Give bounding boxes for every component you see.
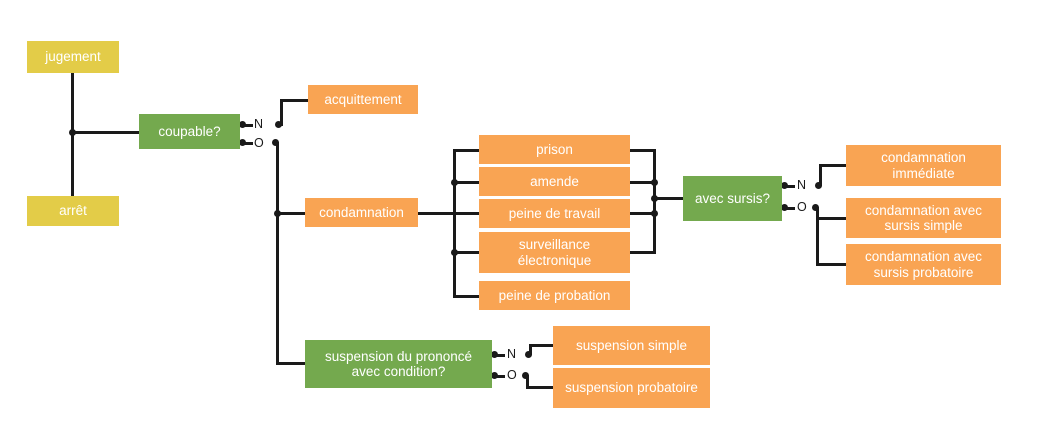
edge-fan-to-peine-travail: [453, 212, 480, 215]
edge-coupable-n-riser: [280, 99, 283, 126]
edge-coupable-n-stub: [240, 124, 253, 127]
node-coupable[interactable]: coupable?: [139, 114, 240, 149]
junction-dot-amende: [451, 179, 458, 186]
junction-dot-merge-amende: [651, 179, 658, 186]
node-condamnation-sursis-simple[interactable]: condamnation avec sursis simple: [846, 198, 1001, 238]
branch-label-suspension-n: N: [507, 347, 517, 361]
node-prison[interactable]: prison: [479, 135, 630, 164]
junction-dot-surveillance: [451, 249, 458, 256]
edge-sursis-o-to-simple: [816, 217, 847, 220]
node-amende[interactable]: amende: [479, 167, 630, 196]
edge-fan-to-probation: [453, 295, 480, 298]
dot-coupable-o-in: [272, 139, 279, 146]
edge-o-spine-to-suspension: [276, 362, 308, 365]
edge-suspension-o-riser: [526, 375, 529, 389]
dot-suspension-n-in: [525, 351, 532, 358]
branch-label-coupable-o: O: [254, 136, 264, 150]
dot-sursis-o-out: [781, 204, 788, 211]
branch-label-sursis-o: O: [797, 200, 807, 214]
dot-suspension-o-in: [522, 372, 529, 379]
node-condamnation-immediate[interactable]: condamnation immédiate: [846, 145, 1001, 186]
node-condamnation[interactable]: condamnation: [305, 198, 418, 227]
node-suspension-prononce[interactable]: suspension du prononcé avec condition?: [305, 340, 492, 388]
edge-surveillance-to-merge: [629, 251, 656, 254]
junction-dot-trunk-coupable: [69, 129, 76, 136]
edge-prison-to-merge: [629, 149, 656, 152]
junction-dot-condamnation: [274, 210, 281, 217]
node-arret[interactable]: arrêt: [27, 196, 119, 226]
edge-sursis-o-to-probatoire: [816, 263, 847, 266]
edge-peine-travail-to-merge: [629, 212, 656, 215]
node-surveillance-electronique[interactable]: surveillance électronique: [479, 232, 630, 273]
edge-o-spine: [276, 142, 279, 364]
node-peine-de-travail[interactable]: peine de travail: [479, 199, 630, 228]
branch-label-suspension-o: O: [507, 368, 517, 382]
junction-dot-merge-out: [651, 195, 658, 202]
dot-suspension-o-out: [491, 372, 498, 379]
edge-sursis-o-spine: [816, 207, 819, 265]
edge-sursis-n-to-immediate: [819, 164, 847, 167]
node-suspension-simple[interactable]: suspension simple: [553, 326, 710, 365]
junction-dot-merge-travail: [651, 210, 658, 217]
edge-trunk-to-coupable: [71, 131, 141, 134]
edge-fan-to-amende: [453, 181, 480, 184]
node-jugement[interactable]: jugement: [27, 41, 119, 73]
edge-suspension-o-to-probatoire: [526, 386, 554, 389]
edge-condamnation-out: [418, 212, 456, 215]
dot-coupable-o-out: [239, 139, 246, 146]
edge-amende-to-merge: [629, 181, 656, 184]
edge-suspension-n-stub: [492, 354, 505, 357]
node-peine-de-probation[interactable]: peine de probation: [479, 281, 630, 310]
node-avec-sursis[interactable]: avec sursis?: [683, 176, 782, 221]
edge-suspension-n-to-simple: [529, 344, 554, 347]
edge-sursis-n-riser: [819, 164, 822, 186]
edge-merge-to-sursis: [653, 197, 684, 200]
node-acquittement[interactable]: acquittement: [308, 85, 418, 114]
dot-sursis-o-in: [812, 204, 819, 211]
branch-label-sursis-n: N: [797, 178, 807, 192]
dot-sursis-n-out: [781, 182, 788, 189]
edge-sursis-n-stub: [782, 185, 795, 188]
edge-suspension-o-stub: [492, 375, 505, 378]
node-suspension-probatoire[interactable]: suspension probatoire: [553, 368, 710, 408]
node-condamnation-sursis-probatoire[interactable]: condamnation avec sursis probatoire: [846, 244, 1001, 285]
dot-suspension-n-out: [491, 351, 498, 358]
edge-coupable-n-to-acquittement: [280, 99, 310, 102]
dot-coupable-n-in: [275, 121, 282, 128]
edge-sursis-o-stub: [782, 207, 795, 210]
dot-sursis-n-in: [815, 182, 822, 189]
edge-coupable-o-stub: [240, 142, 253, 145]
dot-coupable-n-out: [239, 121, 246, 128]
edge-suspension-n-riser: [529, 344, 532, 355]
edge-fan-left-spine: [453, 149, 456, 297]
branch-label-coupable-n: N: [254, 117, 264, 131]
edge-fan-to-surveillance: [453, 251, 480, 254]
edge-fan-to-prison: [453, 149, 480, 152]
edge-o-spine-to-condamnation: [276, 212, 308, 215]
